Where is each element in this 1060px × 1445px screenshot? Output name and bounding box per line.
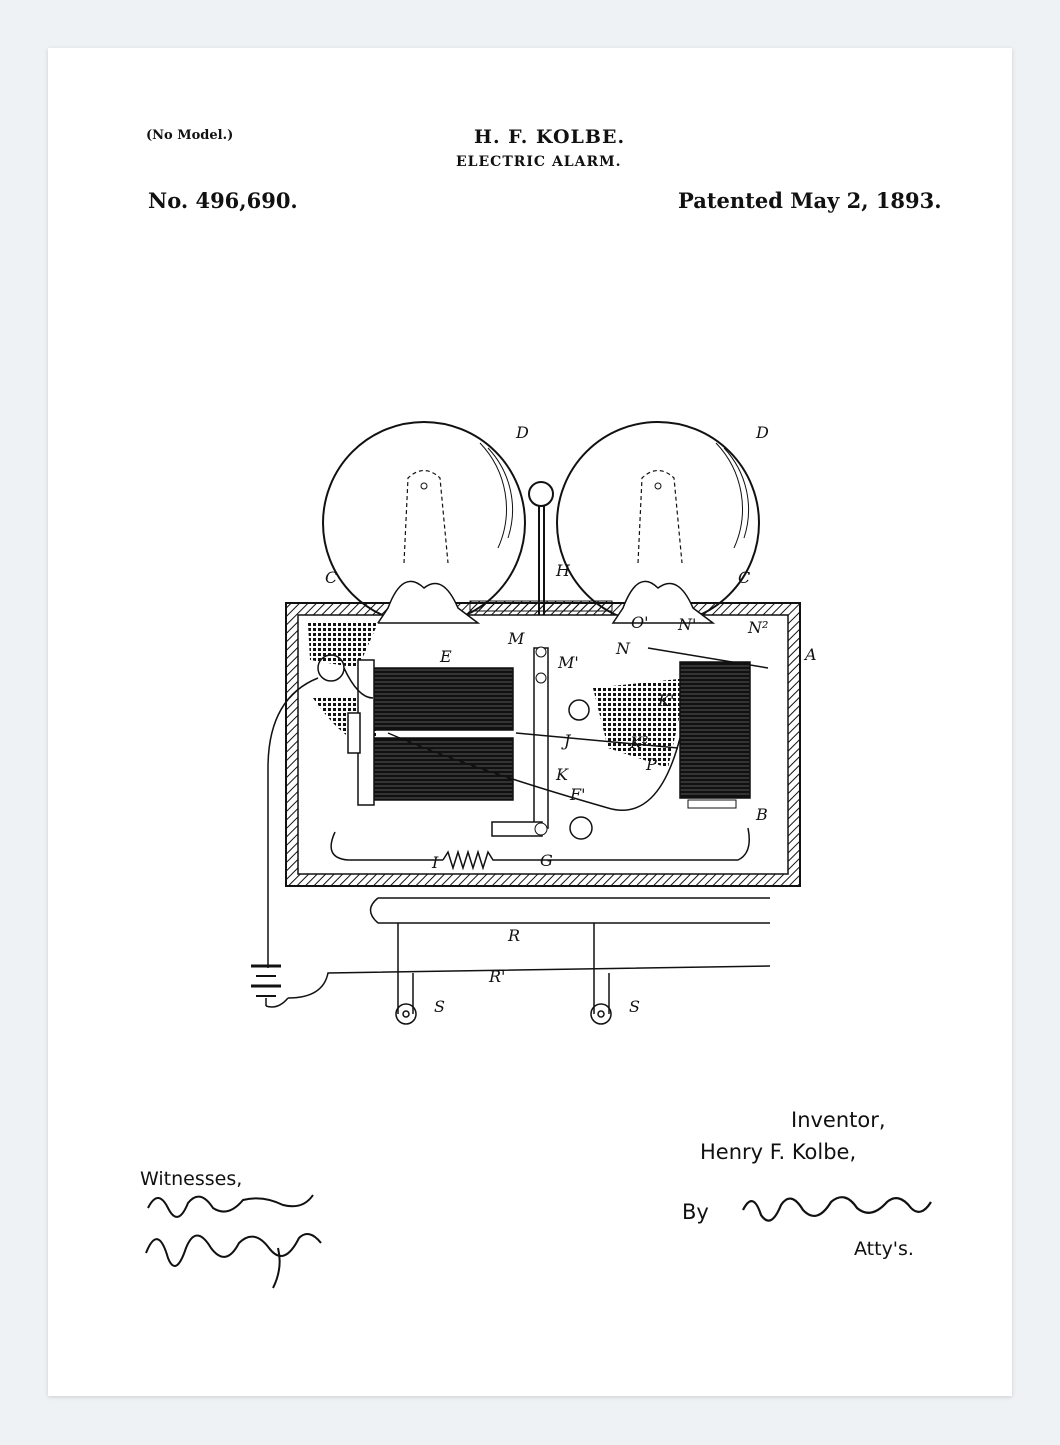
label-N: N bbox=[615, 639, 631, 658]
label-J: J bbox=[561, 731, 572, 750]
patent-number: No. 496,690. bbox=[148, 188, 298, 213]
label-I: I bbox=[431, 853, 439, 872]
patent-title: ELECTRIC ALARM. bbox=[456, 154, 622, 170]
label-E: E bbox=[439, 647, 452, 666]
label-C-left: C bbox=[325, 568, 337, 587]
battery bbox=[251, 964, 289, 1008]
patent-sheet: (No Model.) H. F. KOLBE. ELECTRIC ALARM.… bbox=[48, 48, 1012, 1396]
side-coil bbox=[679, 661, 751, 809]
label-N1: N' bbox=[677, 615, 696, 634]
wiring bbox=[267, 647, 771, 1025]
label-R1: R' bbox=[488, 967, 505, 986]
label-A: A bbox=[803, 645, 817, 664]
by-label: By bbox=[682, 1200, 709, 1224]
label-B: B bbox=[755, 805, 768, 824]
label-N2: N² bbox=[747, 618, 768, 637]
inventor-heading: H. F. KOLBE. bbox=[474, 126, 626, 148]
bell-right bbox=[556, 421, 760, 625]
label-H: H bbox=[555, 561, 571, 580]
label-R: R bbox=[507, 926, 520, 945]
label-D-right: D bbox=[755, 423, 769, 442]
alarm-drawing: D D C C H O' N' N² A M M' N E K' J K² P … bbox=[145, 421, 932, 1289]
witnesses-label: Witnesses, bbox=[140, 1168, 243, 1190]
label-F1: F' bbox=[569, 785, 586, 804]
label-D-left: D bbox=[515, 423, 529, 442]
inventor-label: Inventor, bbox=[791, 1108, 886, 1132]
reference-letters: D D C C H O' N' N² A M M' N E K' J K² P … bbox=[325, 423, 817, 1016]
attorneys-label: Atty's. bbox=[854, 1238, 914, 1260]
label-G: G bbox=[540, 851, 553, 870]
label-S-left: S bbox=[434, 997, 445, 1016]
label-O1: O' bbox=[631, 613, 649, 632]
model-note: (No Model.) bbox=[146, 128, 234, 143]
label-M1: M' bbox=[557, 653, 579, 672]
armature-lever bbox=[491, 646, 593, 840]
attorney-signature bbox=[742, 1196, 932, 1222]
electromagnet bbox=[347, 659, 514, 806]
witness-signatures bbox=[145, 1194, 322, 1289]
label-C-right: C bbox=[738, 568, 750, 587]
inventor-signature: Henry F. Kolbe, bbox=[700, 1140, 857, 1164]
label-P: P bbox=[645, 755, 657, 774]
label-M: M bbox=[507, 629, 525, 648]
label-K2: K² bbox=[629, 733, 648, 752]
label-K1: K' bbox=[657, 691, 674, 710]
label-S-right: S bbox=[629, 997, 640, 1016]
patent-date: Patented May 2, 1893. bbox=[678, 188, 942, 213]
label-K: K bbox=[555, 765, 569, 784]
